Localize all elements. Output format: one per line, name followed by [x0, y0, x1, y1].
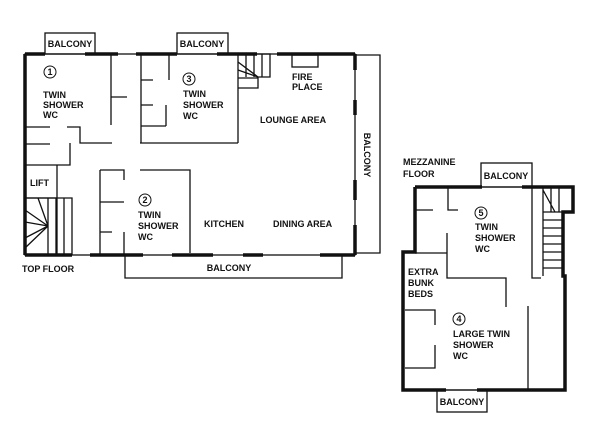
window-gaps [446, 186, 522, 391]
stairs-bottom-left [24, 197, 73, 255]
stairs [542, 187, 563, 276]
fireplace-label: FIRE [292, 72, 313, 82]
balcony-right [355, 54, 381, 254]
room-number: 4 [456, 314, 461, 324]
room5-label: SHOWER [475, 233, 516, 243]
room4-label: LARGE TWIN [453, 329, 510, 339]
balcony-label: BALCONY [440, 397, 485, 407]
room3-label: WC [183, 111, 198, 121]
room-number: 2 [142, 195, 147, 205]
mezzanine-title: MEZZANINE [403, 157, 456, 167]
stairs-top [237, 53, 271, 89]
room-number: 3 [186, 74, 191, 84]
bunk-label: EXTRA [408, 267, 439, 277]
room3-label: SHOWER [183, 100, 224, 110]
balcony-label: BALCONY [484, 171, 529, 181]
room-number-badge [474, 206, 488, 220]
room-number: 5 [478, 208, 483, 218]
balcony-label: BALCONY [362, 133, 372, 178]
room3-label: TWIN [183, 89, 206, 99]
mezzanine-plan: MEZZANINE FLOOR BALCONY BALCONY 5 TWIN S… [401, 157, 575, 413]
lounge-label: LOUNGE AREA [260, 115, 327, 125]
balcony-label: BALCONY [207, 263, 252, 273]
room-number: 1 [47, 67, 52, 77]
room-number-badge [182, 72, 196, 86]
room4-label: WC [453, 351, 468, 361]
balcony-label: BALCONY [48, 39, 93, 49]
room2-label: WC [138, 232, 153, 242]
room-number-badge [138, 193, 152, 207]
balcony-label: BALCONY [180, 39, 225, 49]
room1-label: SHOWER [43, 100, 84, 110]
inner-walls [405, 187, 541, 390]
room-number-badge [43, 65, 57, 79]
room4-label: SHOWER [453, 340, 494, 350]
room2-label: TWIN [138, 210, 161, 220]
room5-label: WC [475, 244, 490, 254]
lift-label: LIFT [30, 178, 49, 188]
fireplace-label: PLACE [292, 82, 323, 92]
dining-label: DINING AREA [273, 219, 333, 229]
fireplace-icon [291, 54, 319, 68]
kitchen-label: KITCHEN [204, 219, 244, 229]
room1-label: WC [43, 110, 58, 120]
room1-label: TWIN [43, 90, 66, 100]
top-floor-title: TOP FLOOR [22, 264, 75, 274]
bunk-label: BUNK [408, 278, 434, 288]
room2-label: SHOWER [138, 221, 179, 231]
top-floor-plan: BALCONY BALCONY BALCONY BALCONY TOP FLOO… [22, 32, 381, 279]
bunk-label: BEDS [408, 289, 433, 299]
room-number-badge [452, 312, 466, 326]
mezzanine-title: FLOOR [403, 169, 435, 179]
room5-label: TWIN [475, 222, 498, 232]
balcony-bottom [124, 255, 343, 279]
